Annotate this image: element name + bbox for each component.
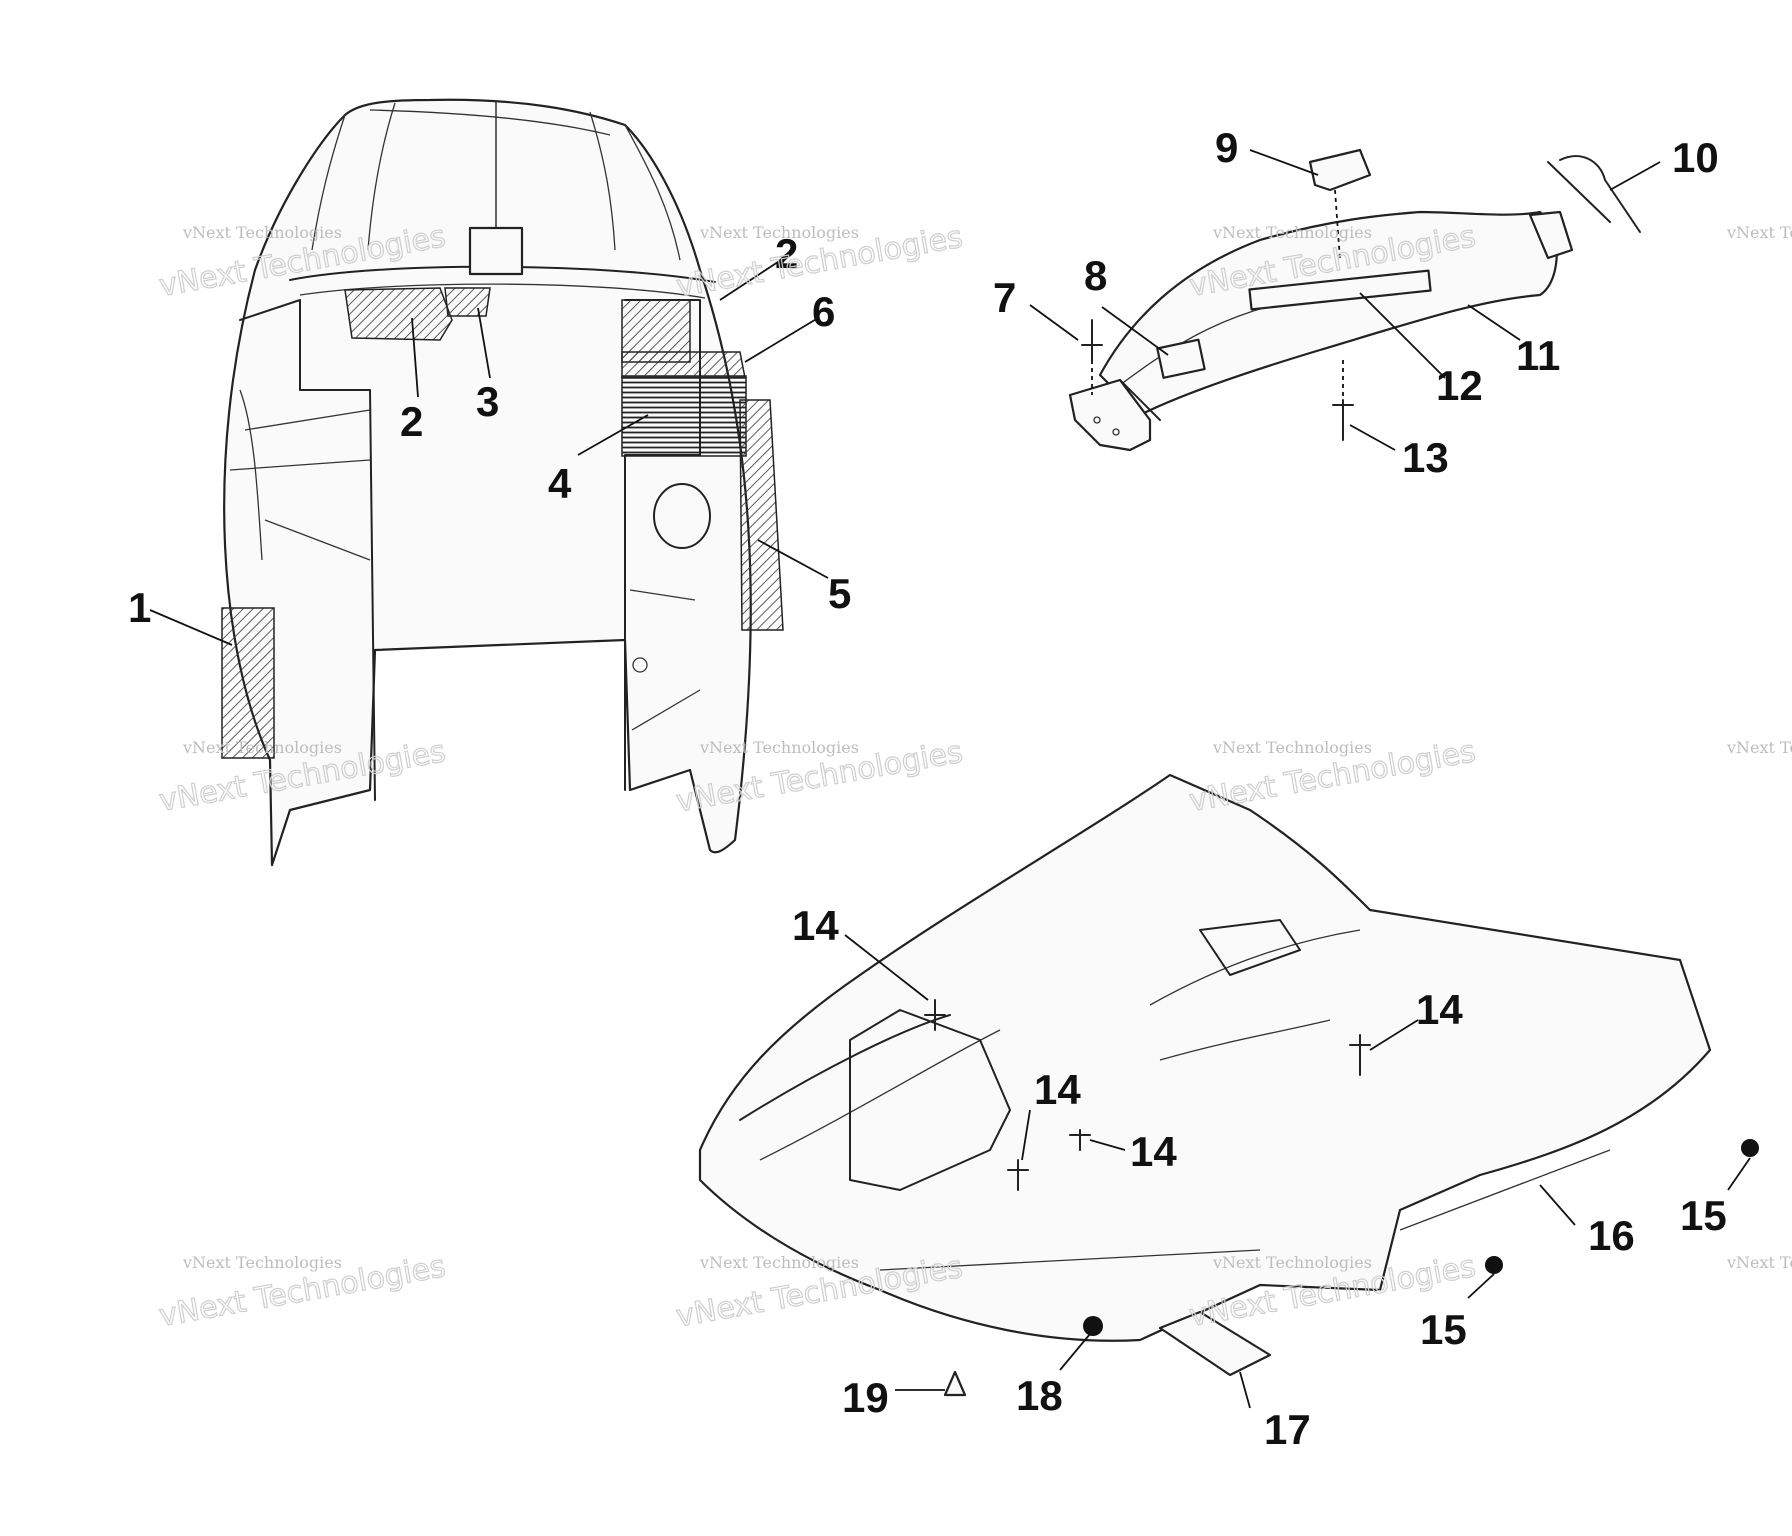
- part-14-rivet-a: [924, 999, 946, 1031]
- part-6-strip: [621, 351, 746, 379]
- watermark-text: vNext Technologies: [699, 223, 859, 242]
- callout-10: 10: [1672, 134, 1719, 181]
- callout-14c: 14: [1034, 1066, 1081, 1113]
- part-19-pin: [943, 1370, 967, 1397]
- hood-assembly: [221, 98, 784, 867]
- callout-12: 12: [1436, 362, 1483, 409]
- part-10-bracket: [1547, 155, 1641, 233]
- part-14-rivet-d: [1069, 1129, 1091, 1151]
- part-14-rivet-c: [1007, 1159, 1029, 1191]
- callout-15b: 15: [1680, 1192, 1727, 1239]
- part-1-panel: [221, 607, 275, 759]
- watermark-text: vNext Technologies: [1726, 223, 1792, 242]
- part-13-screw: [1332, 399, 1354, 441]
- callout-4: 4: [548, 460, 572, 507]
- part-18-plug: [1083, 1316, 1103, 1336]
- leader-lines: [149, 149, 1751, 1409]
- callout-18: 18: [1016, 1372, 1063, 1419]
- watermark-text: vNext Technologies: [699, 738, 859, 757]
- part-7-screw: [1081, 319, 1103, 361]
- callout-labels: 1 2 2 3 4 5 6 7 8 9 10 11 12 13 14 14 14…: [128, 124, 1727, 1453]
- callout-8: 8: [1084, 252, 1107, 299]
- callout-17: 17: [1264, 1406, 1311, 1453]
- callout-5: 5: [828, 570, 851, 617]
- callout-2b: 2: [775, 230, 798, 277]
- watermark-text: vNext Technologies: [1212, 223, 1372, 242]
- callout-14a: 14: [792, 902, 839, 949]
- callout-16: 16: [1588, 1212, 1635, 1259]
- part-14-rivet-b: [1349, 1034, 1371, 1076]
- callout-9: 9: [1215, 124, 1238, 171]
- watermark-text: vNext Technologies: [699, 1253, 859, 1272]
- watermark-text: vNext Technologies: [1726, 738, 1792, 757]
- tray-assembly: [1068, 148, 1641, 452]
- callout-14b: 14: [1416, 986, 1463, 1033]
- part-3-pad: [444, 287, 491, 317]
- callout-6: 6: [812, 288, 835, 335]
- callout-14d: 14: [1130, 1128, 1177, 1175]
- watermark-text: vNext Technologies: [182, 223, 342, 242]
- callout-11: 11: [1516, 332, 1560, 379]
- part-2-left-pad: [344, 287, 453, 341]
- watermark-text: vNext Technologies: [1726, 1253, 1792, 1272]
- part-5-side-panel: [739, 399, 784, 631]
- part-15-plug-b: [1741, 1139, 1759, 1157]
- callout-13: 13: [1402, 434, 1449, 481]
- callout-19: 19: [842, 1374, 889, 1421]
- part-4-insulation: [621, 375, 747, 457]
- watermark-text: vNext Technologies: [182, 738, 342, 757]
- part-9-clip: [1308, 148, 1372, 192]
- belly-pan-assembly: [698, 773, 1759, 1397]
- part-15-plug-a: [1485, 1256, 1503, 1274]
- callout-7: 7: [993, 274, 1016, 321]
- watermark-text: vNext Technologies: [1212, 1253, 1372, 1272]
- part-17-plate: [1158, 1310, 1272, 1377]
- watermark-text: vNext Technologies: [1212, 738, 1372, 757]
- part-12-strip: [1248, 269, 1432, 311]
- callout-3: 3: [476, 378, 499, 425]
- callout-15a: 15: [1420, 1306, 1467, 1353]
- watermark-text: vNext Technologies: [182, 1253, 342, 1272]
- part-8-label: [1156, 338, 1206, 379]
- callout-2a: 2: [400, 398, 423, 445]
- callout-1: 1: [128, 584, 151, 631]
